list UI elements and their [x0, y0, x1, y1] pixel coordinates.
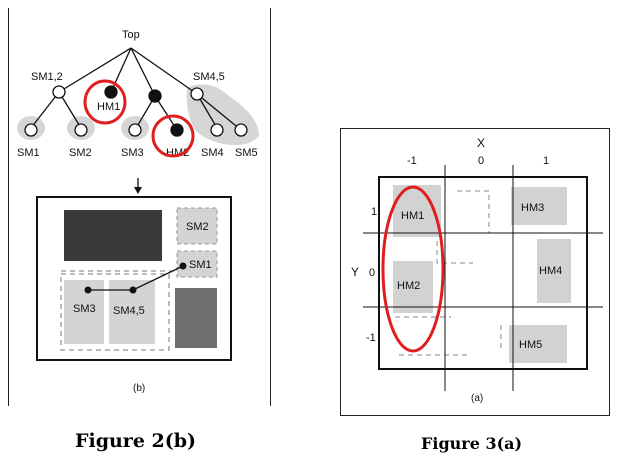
grid-square: [378, 176, 588, 370]
dashed-group: [60, 273, 170, 351]
label-sm2: SM2: [69, 147, 92, 159]
down-arrow-icon: [134, 178, 142, 194]
node-sm2: [74, 123, 88, 137]
node-sm3: [128, 123, 142, 137]
x-axis-label: X: [477, 136, 485, 150]
figure-2b-panel: Top SM1,2 HM1 SM4,5 SM1 SM2 SM3 HM2 SM4 …: [8, 8, 271, 406]
dot-sm45: [129, 286, 137, 294]
cell-hm3: [511, 187, 567, 225]
node-hm1: [104, 85, 118, 99]
label-sm1: SM1: [17, 147, 40, 159]
figure-3a-diagram: X -1 0 1 1 Y 0 -1: [351, 136, 603, 404]
label-hm1-cell: HM1: [401, 210, 424, 222]
label-hm5-cell: HM5: [519, 339, 542, 351]
caption-figure-3a: Figure 3(a): [421, 434, 523, 453]
node-sm12: [52, 85, 66, 99]
highlight-hm2: [151, 114, 195, 158]
tree-highlights: [83, 79, 195, 158]
node-hm2: [170, 123, 184, 137]
figure-3a-panel: X -1 0 1 1 Y 0 -1: [340, 128, 610, 416]
x-tick-neg1: -1: [407, 155, 417, 167]
x-tick-0: 0: [478, 155, 484, 167]
label-sm45: SM4,5: [193, 71, 225, 83]
node-sm4: [210, 123, 224, 137]
dot-sm3: [84, 286, 92, 294]
node-sm1: [24, 123, 38, 137]
layout-sm3-label: SM3: [73, 303, 96, 315]
label-sm12: SM1,2: [31, 71, 63, 83]
label-top: Top: [122, 29, 140, 41]
layout-sm2-label: SM2: [186, 221, 209, 233]
cell-hm2: [393, 261, 433, 313]
cell-hm5: [509, 325, 567, 363]
dot-sm1: [179, 262, 187, 270]
cell-hm4: [537, 239, 571, 303]
grid-lines: [363, 165, 603, 391]
layout-sm1-label: SM1: [189, 259, 212, 271]
caption-figure-2b: Figure 2(b): [75, 430, 197, 452]
figure-2b-diagram: Top SM1,2 HM1 SM4,5 SM1 SM2 SM3 HM2 SM4 …: [17, 29, 259, 394]
mid-gray-block: [175, 288, 217, 348]
node-sm45: [190, 87, 204, 101]
label-hm1: HM1: [97, 101, 120, 113]
x-tick-1: 1: [543, 155, 549, 167]
label-sm5: SM5: [235, 147, 258, 159]
sublabel-b: (b): [133, 383, 145, 394]
label-hm4-cell: HM4: [539, 265, 562, 277]
sm3-block: [64, 280, 104, 344]
label-hm2-cell: HM2: [397, 280, 420, 292]
y-tick-1: 1: [371, 206, 377, 218]
highlight-hm1: [83, 79, 127, 125]
sm2-block: [176, 207, 218, 245]
label-sm3: SM3: [121, 147, 144, 159]
node-mid: [148, 89, 162, 103]
layout-sm45-label: SM4,5: [113, 305, 145, 317]
tree-nodes: [24, 85, 248, 137]
y-tick-0: 0: [369, 267, 375, 279]
sublabel-a: (a): [471, 393, 483, 404]
highlight-hm1-hm2: [381, 185, 445, 353]
gray-cells: [393, 185, 571, 363]
y-tick-neg1: -1: [366, 332, 376, 344]
node-sm5: [234, 123, 248, 137]
y-axis-label: Y: [351, 265, 359, 279]
dark-block: [64, 210, 162, 261]
label-sm4: SM4: [201, 147, 224, 159]
label-hm3-cell: HM3: [521, 202, 544, 214]
